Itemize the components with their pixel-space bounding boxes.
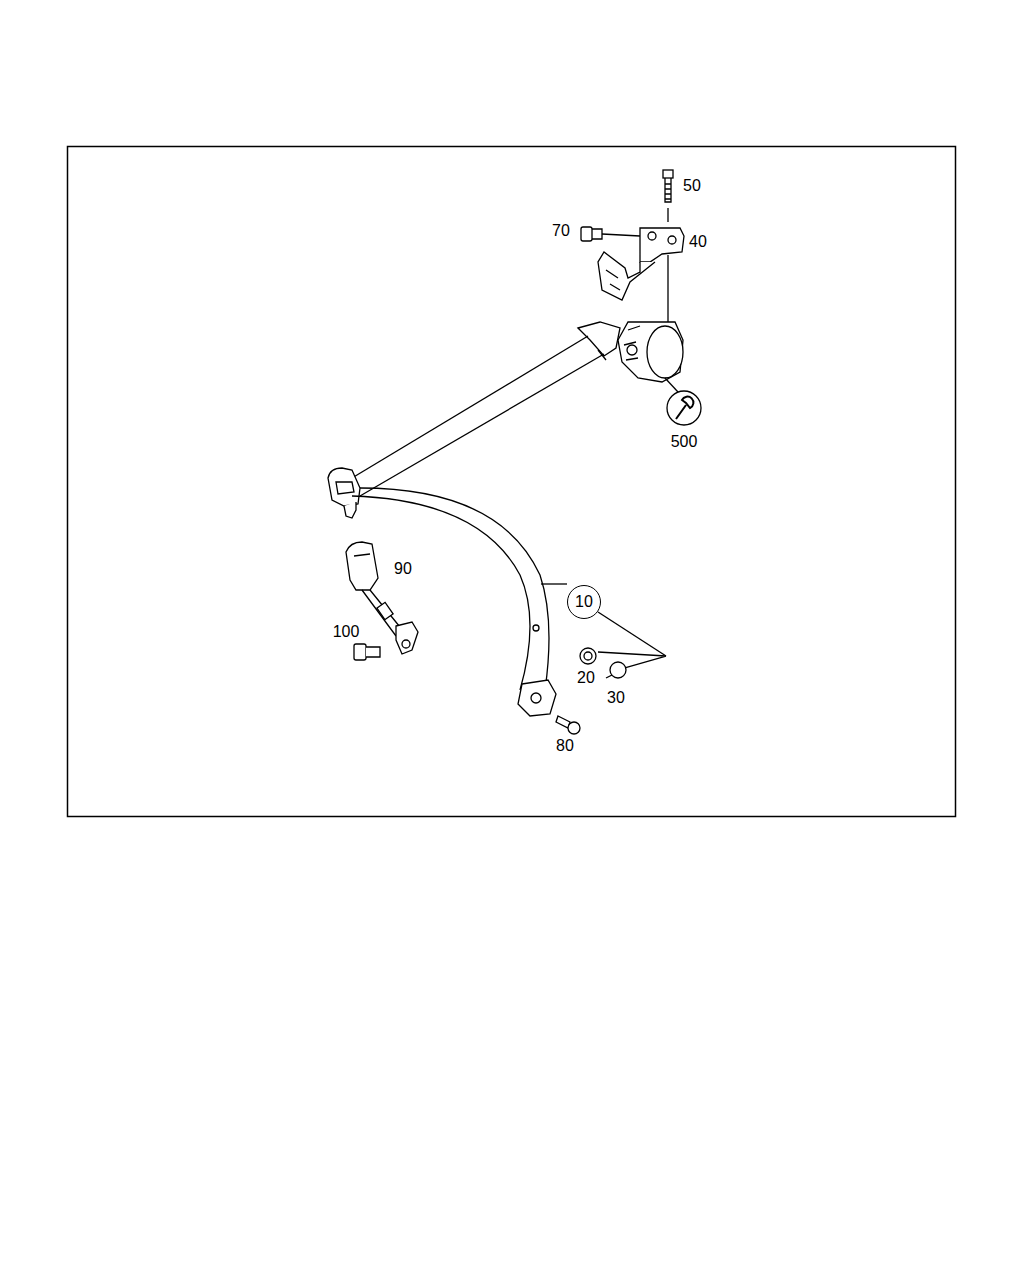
callout-number: 10: [575, 594, 593, 610]
callout-number: 70: [552, 223, 570, 239]
belt-webbing: [352, 336, 604, 496]
bolt: [581, 227, 640, 241]
callout-number: 20: [577, 670, 595, 686]
callout-number: 80: [556, 738, 574, 754]
callout-number: 40: [689, 234, 707, 250]
rivet: [606, 662, 626, 678]
anchor-plate: [518, 680, 556, 716]
callout-number: 50: [683, 178, 701, 194]
callout-circle: 10: [567, 585, 601, 619]
bracket: [598, 228, 684, 300]
bolt: [354, 644, 380, 660]
bolt: [556, 716, 580, 734]
belt-guide: [328, 468, 360, 518]
callout-number: 90: [394, 561, 412, 577]
retractor: [578, 322, 683, 382]
bolt: [663, 170, 673, 222]
callout-number: 500: [671, 434, 698, 450]
nut: [580, 648, 596, 664]
callout-number: 30: [607, 690, 625, 706]
belt-webbing: [352, 488, 549, 690]
wrench-symbol: [667, 391, 701, 425]
callout-number: 100: [333, 624, 360, 640]
